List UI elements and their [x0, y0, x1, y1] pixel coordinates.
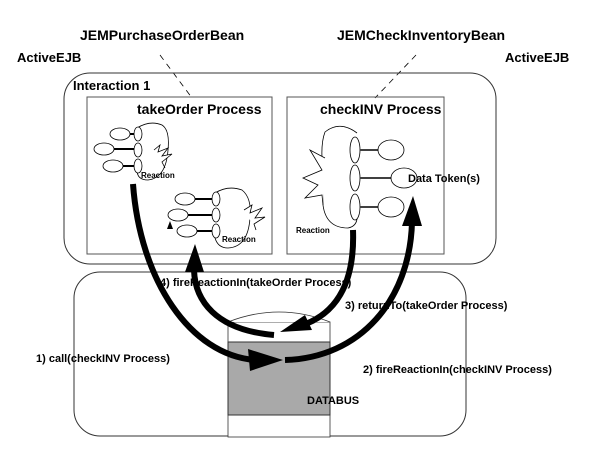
- interaction-box: [63, 72, 497, 265]
- reaction-label-3: Reaction: [296, 226, 330, 235]
- step-2-label: 2) fireReactionIn(checkINV Process): [363, 364, 552, 376]
- arrow-fire-checkinv-head: [402, 196, 422, 226]
- arrow-return-head: [280, 315, 312, 332]
- activeejb-left-label: ActiveEJB: [17, 50, 81, 65]
- step-1-label: 1) call(checkINV Process): [36, 353, 170, 365]
- bean-left-label: JEMPurchaseOrderBean: [80, 27, 244, 43]
- takeorder-process-box: [86, 96, 273, 255]
- arrow-fire-checkinv: [284, 221, 415, 363]
- takeorder-process-label: takeOrder Process: [137, 101, 262, 117]
- interaction-label: Interaction 1: [73, 78, 150, 93]
- bean-right-label: JEMCheckInventoryBean: [337, 27, 505, 43]
- reaction-glyph-2: Reaction: [167, 187, 266, 249]
- step-4-label: 4) fireReactionIn(takeOrder Process): [160, 277, 352, 289]
- arrow-call: [130, 183, 256, 363]
- reaction-label-1: Reaction: [141, 171, 175, 180]
- databus-label: DATABUS: [307, 395, 359, 407]
- reaction-glyph-1: Reaction: [93, 122, 175, 181]
- arrow-call-head: [248, 349, 283, 371]
- bean-right-leader: [374, 54, 417, 99]
- checkinv-process-label: checkINV Process: [320, 101, 442, 117]
- data-tokens-label: Data Token(s): [408, 173, 480, 185]
- reaction-label-2: Reaction: [222, 235, 256, 244]
- arrow-fire-takeorder: [191, 269, 275, 338]
- activeejb-right-label: ActiveEJB: [505, 50, 569, 65]
- small-arrow-icon: [167, 221, 173, 229]
- checkinv-process-box: [286, 96, 445, 255]
- arrow-return: [299, 229, 357, 329]
- step-3-label: 3) returnTo(takeOrder Process): [345, 300, 508, 312]
- reaction-glyph-3: Reaction: [296, 125, 418, 235]
- arrow-fire-takeorder-head: [185, 244, 204, 272]
- bean-left-leader: [159, 54, 193, 99]
